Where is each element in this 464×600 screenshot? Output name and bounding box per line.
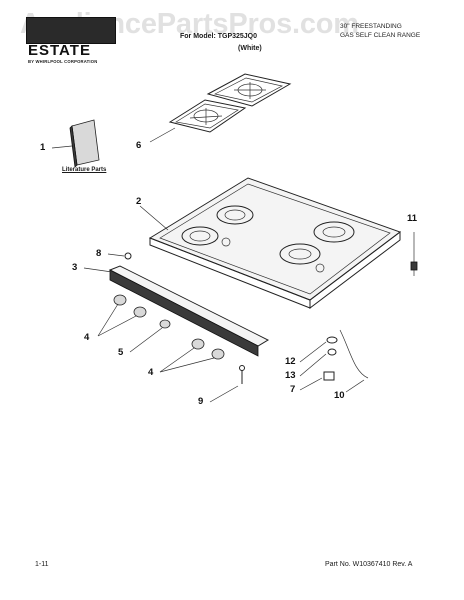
literature-parts-label: Literature Parts bbox=[62, 167, 107, 173]
callout-8: 8 bbox=[96, 248, 102, 259]
callout-13: 13 bbox=[285, 370, 296, 381]
control-panel-icon bbox=[83, 265, 270, 357]
brand-name: ESTATE bbox=[28, 42, 91, 59]
burner-grate-icon bbox=[149, 73, 292, 143]
callout-9: 9 bbox=[198, 396, 204, 407]
screw-icon bbox=[107, 252, 132, 260]
brand-subtitle: BY WHIRLPOOL CORPORATION bbox=[28, 59, 98, 64]
estate-logo-icon bbox=[26, 17, 116, 44]
callout-2: 2 bbox=[136, 196, 142, 207]
callout-10: 10 bbox=[334, 390, 345, 401]
range-description-line2: GAS SELF CLEAN RANGE bbox=[340, 32, 421, 39]
color-line: (White) bbox=[238, 45, 262, 52]
callout-6: 6 bbox=[136, 140, 142, 151]
callout-12: 12 bbox=[285, 356, 296, 367]
callout-1: 1 bbox=[40, 142, 46, 153]
page-number: 1-11 bbox=[35, 561, 49, 568]
bottom-screw-icon bbox=[209, 365, 245, 403]
knob-icon bbox=[97, 294, 225, 373]
callout-4-bottom: 4 bbox=[148, 367, 154, 378]
range-description-line1: 30" FREESTANDING bbox=[340, 23, 402, 30]
callout-11: 11 bbox=[407, 213, 418, 224]
callout-5: 5 bbox=[118, 347, 124, 358]
part-number: Part No. W10367410 Rev. A bbox=[325, 561, 413, 568]
callout-7: 7 bbox=[290, 384, 296, 395]
literature-booklet-icon bbox=[51, 119, 100, 168]
callout-4-top: 4 bbox=[84, 332, 90, 343]
cooktop-icon bbox=[139, 177, 402, 310]
model-line: For Model: TGP325JQ0 bbox=[180, 33, 258, 40]
range-description: 30" FREESTANDING GAS SELF CLEAN RANGE bbox=[340, 22, 450, 40]
spark-module-icon bbox=[410, 232, 418, 276]
callout-3: 3 bbox=[72, 262, 78, 273]
igniter-parts-icon bbox=[299, 329, 369, 393]
